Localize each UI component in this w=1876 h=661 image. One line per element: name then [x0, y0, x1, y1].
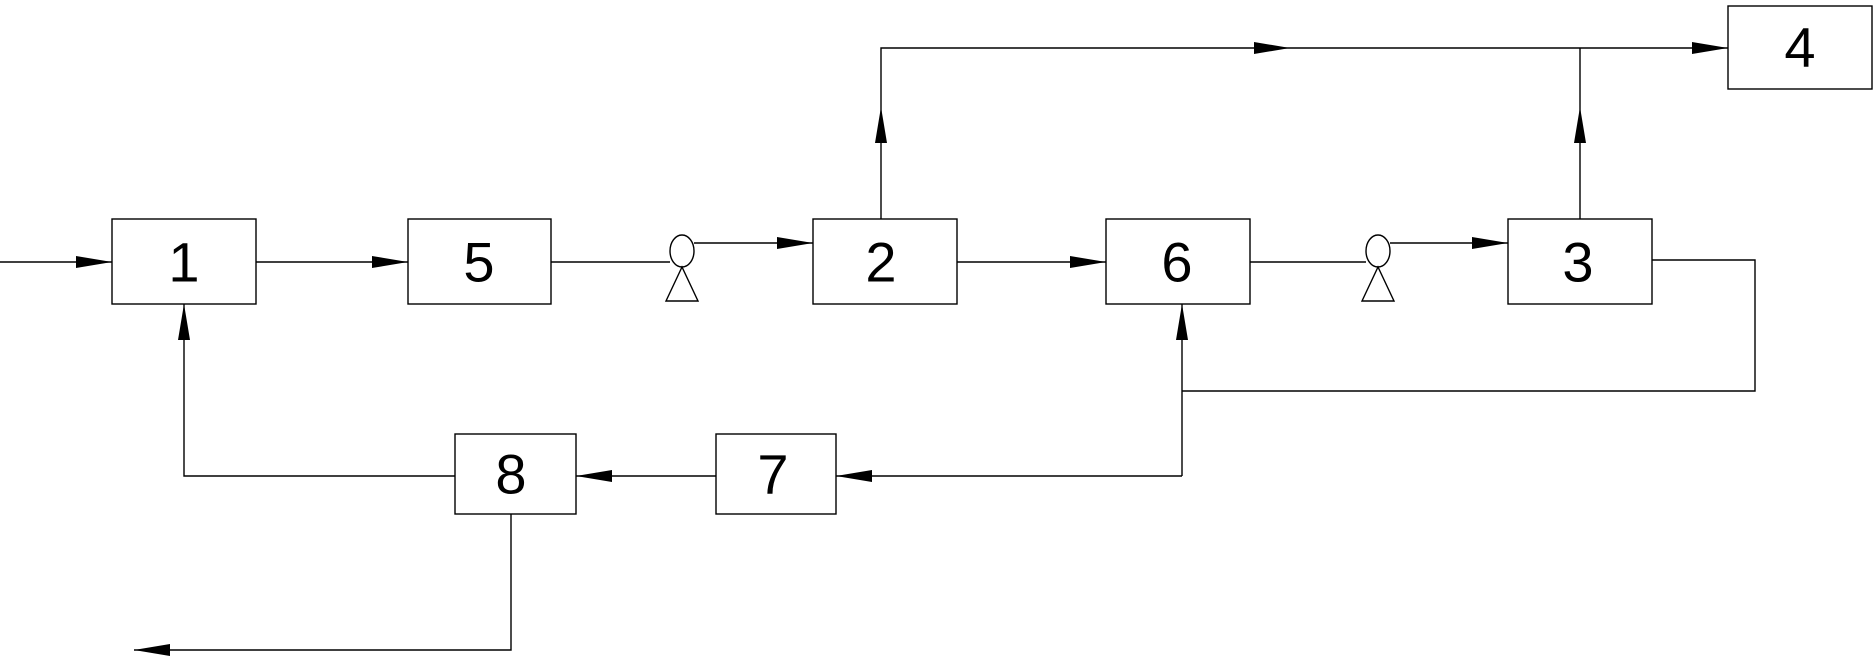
- unit-label: 8: [495, 443, 526, 506]
- pump-base-icon: [664, 265, 700, 302]
- unit-label: 2: [865, 231, 896, 294]
- pump-icon: [1365, 234, 1391, 268]
- arrowhead-icon: [836, 470, 872, 482]
- arrowhead-icon: [576, 470, 612, 482]
- unit-box: [407, 218, 552, 305]
- unit-3: 3: [1507, 218, 1653, 305]
- unit-1: 1: [111, 218, 257, 305]
- unit-box: [111, 218, 257, 305]
- unit-8: 8: [454, 433, 577, 515]
- unit-label: 3: [1562, 231, 1593, 294]
- unit-box: [454, 433, 577, 515]
- arrowhead-icon: [777, 237, 813, 249]
- arrowhead-icon: [178, 304, 190, 340]
- arrowhead-icon: [1472, 237, 1508, 249]
- arrowhead-icon: [1176, 304, 1188, 340]
- unit-label: 6: [1161, 231, 1192, 294]
- arrowhead-icon: [372, 256, 408, 268]
- pump-base-icon: [1360, 265, 1396, 302]
- unit-2: 2: [812, 218, 958, 305]
- arrowheads: [76, 42, 1728, 656]
- unit-box: [1105, 218, 1251, 305]
- arrowhead-icon: [1692, 42, 1728, 54]
- arrowhead-icon: [134, 644, 170, 656]
- unit-label: 1: [168, 231, 199, 294]
- pump-a: [664, 234, 700, 302]
- unit-box: [1727, 5, 1873, 90]
- unit-4: 4: [1727, 5, 1873, 90]
- unit-5: 5: [407, 218, 552, 305]
- arrowhead-icon: [1254, 42, 1290, 54]
- arrowhead-icon: [1070, 256, 1106, 268]
- flow-lines: [0, 47, 1756, 651]
- flow-line-2-to-4: [880, 47, 1728, 219]
- unit-label: 7: [757, 443, 788, 506]
- arrowhead-icon: [1574, 107, 1586, 143]
- pump-icon: [669, 234, 695, 268]
- arrowhead-icon: [875, 107, 887, 143]
- arrowhead-icon: [76, 256, 112, 268]
- unit-label: 4: [1784, 16, 1815, 79]
- unit-box: [812, 218, 958, 305]
- unit-7: 7: [715, 433, 837, 515]
- flow-line-8-to-1: [183, 304, 455, 477]
- unit-box: [715, 433, 837, 515]
- flow-line-3-return-loop: [1182, 259, 1756, 392]
- flow-line-8-to-outlet: [134, 514, 512, 651]
- pump-b: [1360, 234, 1396, 302]
- unit-label: 5: [463, 231, 494, 294]
- unit-box: [1507, 218, 1653, 305]
- unit-6: 6: [1105, 218, 1251, 305]
